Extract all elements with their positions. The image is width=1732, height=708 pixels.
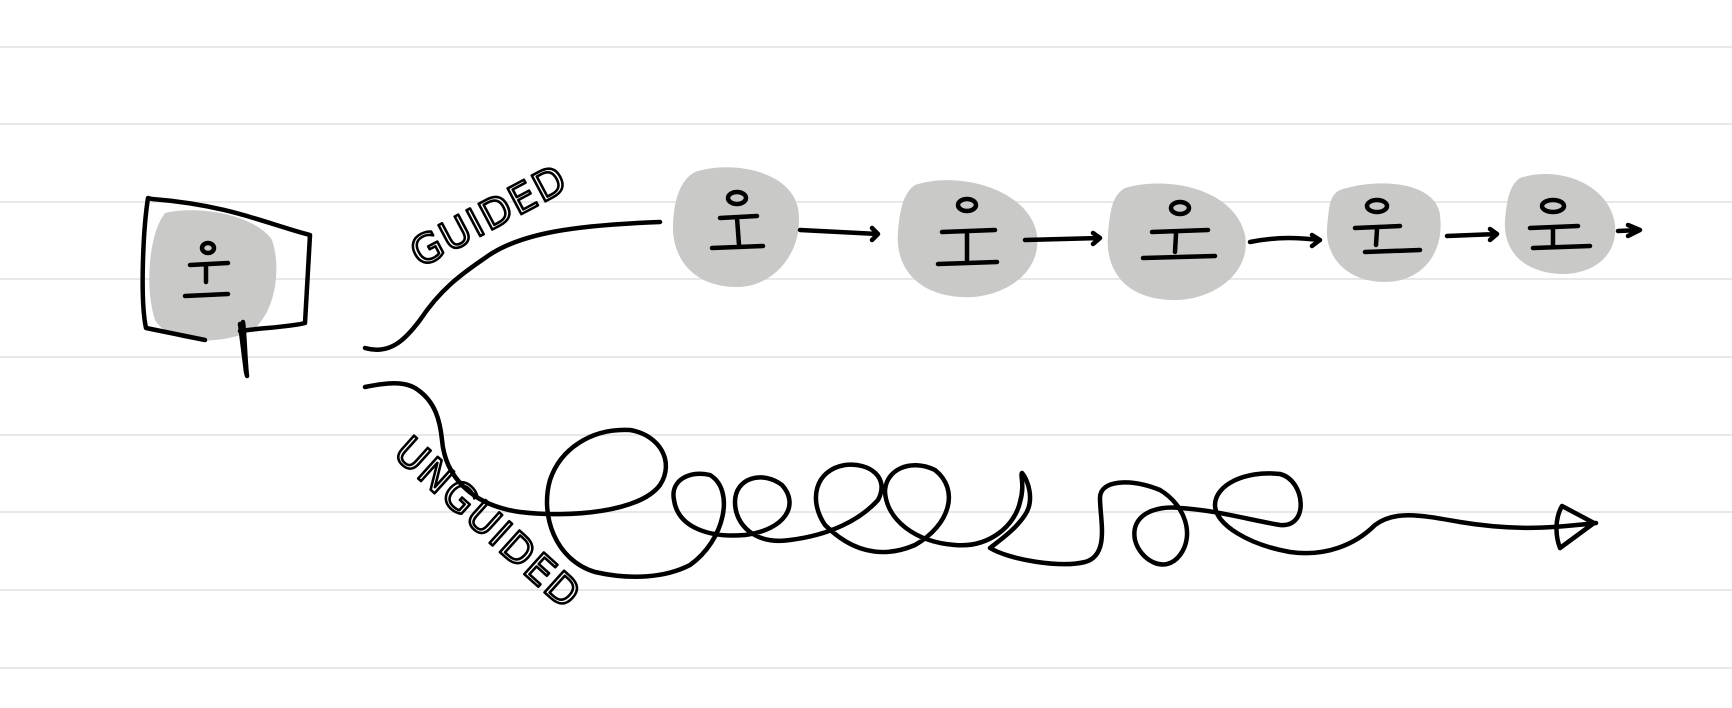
- guided-label: GUIDED: [403, 156, 576, 277]
- arrowhead-icon: [1554, 503, 1597, 551]
- guided-arrow: [1247, 232, 1323, 249]
- guided-step: [672, 167, 800, 288]
- guided-arrow: [1444, 226, 1500, 243]
- unguided-path-tangle: [362, 381, 1599, 579]
- person-icon: [935, 196, 1000, 267]
- person-icon: [1140, 199, 1218, 261]
- guided-arrow: [797, 225, 881, 243]
- guided-step: [1107, 183, 1246, 301]
- person-icon: [182, 240, 231, 299]
- guided-path-curve: [362, 219, 663, 352]
- guided-steps: [672, 167, 1643, 301]
- arrowhead-icon: [1615, 222, 1643, 239]
- person-icon: [1527, 197, 1593, 251]
- guided-arrow: [1022, 230, 1103, 247]
- person-icon: [1352, 197, 1423, 255]
- guided-step: [1504, 174, 1616, 275]
- ruled-paper-lines: [0, 46, 1732, 669]
- guided-step: [1326, 183, 1441, 282]
- person-icon: [709, 189, 766, 251]
- person-in-speech-bubble-icon: [140, 195, 313, 379]
- guided-step: [897, 180, 1038, 298]
